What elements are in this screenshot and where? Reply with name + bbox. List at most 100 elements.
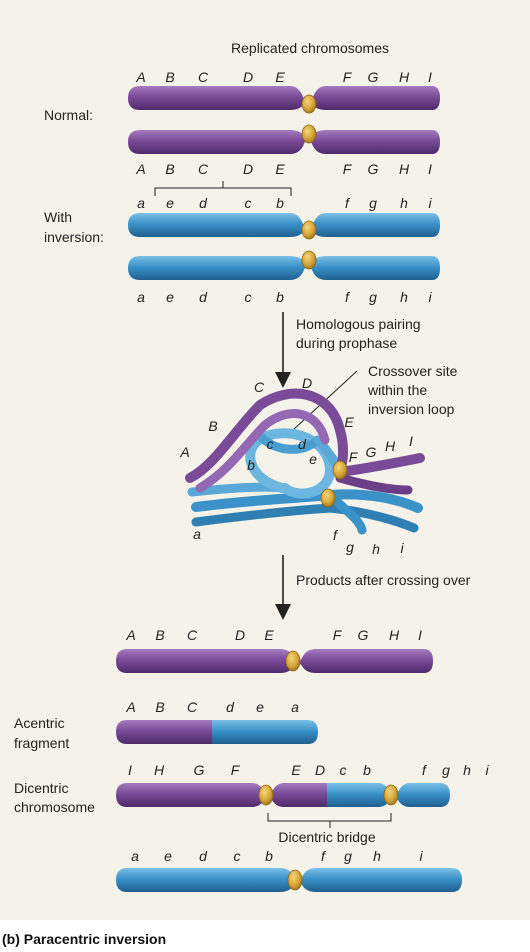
gene-label-product_normal-7: H [389, 627, 400, 643]
gene-label-inverted_lower-6: g [369, 289, 377, 305]
gene-label-product_acentric-5: a [291, 699, 299, 715]
crossover-note-line1: Crossover site [368, 363, 458, 379]
gene-label-product_acentric-2: C [187, 699, 198, 715]
product-normal [116, 649, 433, 673]
gene-label-inverted_upper-6: g [369, 195, 377, 211]
gene-label-normal_lower-5: F [343, 161, 353, 177]
product-acentric [116, 720, 318, 744]
gene-label-product_acentric-1: B [155, 699, 164, 715]
gene-label-loop-purple-5: F [349, 449, 359, 465]
gene-label-inverted_upper-2: d [199, 195, 208, 211]
gene-label-loop-blue-0: b [247, 457, 255, 473]
gene-label-loop-purple-3: D [302, 375, 312, 391]
gene-label-product_acentric-4: e [256, 699, 264, 715]
centromere [332, 460, 348, 480]
gene-label-normal_upper-5: F [343, 69, 353, 85]
gene-label-loop-blue-1: c [267, 436, 274, 452]
gene-label-normal_lower-4: E [275, 161, 285, 177]
pairing-label-line1: Homologous pairing [296, 316, 421, 332]
gene-label-product_dicentric-5: D [315, 762, 325, 778]
label-acentric-2: fragment [14, 735, 70, 751]
gene-label-loop-purple-4: E [344, 414, 354, 430]
gene-label-product_normal-2: C [187, 627, 198, 643]
centromere [320, 488, 336, 508]
centromere [301, 94, 317, 114]
label-with-inversion-1: With [44, 209, 72, 225]
gene-label-loop-blue-3: e [309, 451, 317, 467]
inversion-loop [185, 388, 425, 535]
gene-label-inverted_upper-3: c [245, 195, 252, 211]
inversion-bracket [154, 181, 292, 196]
gene-label-loop-blue-7: h [372, 541, 380, 557]
gene-label-loop-purple-8: I [409, 433, 413, 449]
gene-label-product_inverted-2: d [199, 848, 208, 864]
title: Replicated chromosomes [231, 40, 389, 56]
gene-label-inverted_lower-8: i [428, 289, 432, 305]
gene-label-product_acentric-3: d [226, 699, 235, 715]
gene-label-loop-blue-6: g [346, 539, 354, 555]
gene-label-loop-purple-1: B [208, 418, 217, 434]
gene-label-inverted_upper-0: a [137, 195, 145, 211]
gene-label-loop-blue-5: f [333, 527, 339, 543]
crossover-note-line3: inversion loop [368, 401, 455, 417]
gene-label-loop-purple-7: H [385, 438, 396, 454]
gene-label-product_acentric-0: A [125, 699, 135, 715]
dicentric-bridge-bracket [267, 813, 392, 828]
products-label: Products after crossing over [296, 572, 471, 588]
gene-label-normal_upper-2: C [198, 69, 209, 85]
gene-label-product_dicentric-10: h [463, 762, 471, 778]
gene-label-inverted_upper-5: f [345, 195, 351, 211]
gene-label-inverted_lower-3: c [245, 289, 252, 305]
gene-label-product_dicentric-11: i [485, 762, 489, 778]
gene-label-normal_upper-3: D [243, 69, 253, 85]
gene-label-inverted_upper-8: i [428, 195, 432, 211]
gene-label-product_inverted-7: h [373, 848, 381, 864]
gene-label-loop-blue-2: d [298, 436, 307, 452]
dicentric-bridge-label: Dicentric bridge [278, 829, 375, 845]
gene-label-product_normal-8: I [418, 627, 422, 643]
gene-label-product_dicentric-9: g [442, 762, 450, 778]
gene-label-normal_lower-8: I [428, 161, 432, 177]
gene-label-product_inverted-8: i [419, 848, 423, 864]
gene-label-loop-purple-2: C [254, 379, 265, 395]
gene-label-product_normal-3: D [235, 627, 245, 643]
centromere [383, 784, 399, 806]
gene-label-normal_upper-4: E [275, 69, 285, 85]
gene-label-product_inverted-1: e [164, 848, 172, 864]
gene-label-normal_upper-0: A [135, 69, 145, 85]
gene-label-inverted_lower-4: b [276, 289, 284, 305]
gene-label-product_inverted-5: f [321, 848, 327, 864]
centromere [285, 650, 301, 672]
label-normal: Normal: [44, 107, 94, 123]
gene-label-normal_lower-6: G [368, 161, 379, 177]
gene-label-normal_lower-0: A [135, 161, 145, 177]
gene-label-product_dicentric-1: H [154, 762, 165, 778]
gene-label-product_inverted-0: a [131, 848, 139, 864]
gene-label-loop-blue-8: i [400, 540, 404, 556]
normal-chromatid-lower [128, 124, 440, 154]
gene-label-loop-blue-4: a [193, 526, 201, 542]
inverted-chromatid-upper [128, 213, 440, 240]
centromere [301, 124, 317, 144]
gene-label-product_normal-4: E [264, 627, 274, 643]
gene-label-inverted_lower-2: d [199, 289, 208, 305]
gene-label-loop-purple-0: A [179, 444, 189, 460]
gene-label-product_normal-5: F [333, 627, 343, 643]
label-with-inversion-2: inversion: [44, 229, 104, 245]
gene-label-product_inverted-4: b [265, 848, 273, 864]
gene-label-product_inverted-3: c [234, 848, 241, 864]
product-dicentric [116, 783, 450, 807]
centromere [287, 869, 303, 891]
gene-label-product_normal-0: A [125, 627, 135, 643]
centromere [301, 220, 317, 240]
gene-label-normal_lower-3: D [243, 161, 253, 177]
gene-label-inverted_lower-0: a [137, 289, 145, 305]
gene-label-inverted_upper-1: e [166, 195, 174, 211]
gene-label-product_dicentric-3: F [231, 762, 241, 778]
gene-label-normal_lower-7: H [399, 161, 410, 177]
label-dicentric-2: chromosome [14, 799, 95, 815]
gene-label-normal_upper-6: G [368, 69, 379, 85]
centromere [301, 250, 317, 270]
